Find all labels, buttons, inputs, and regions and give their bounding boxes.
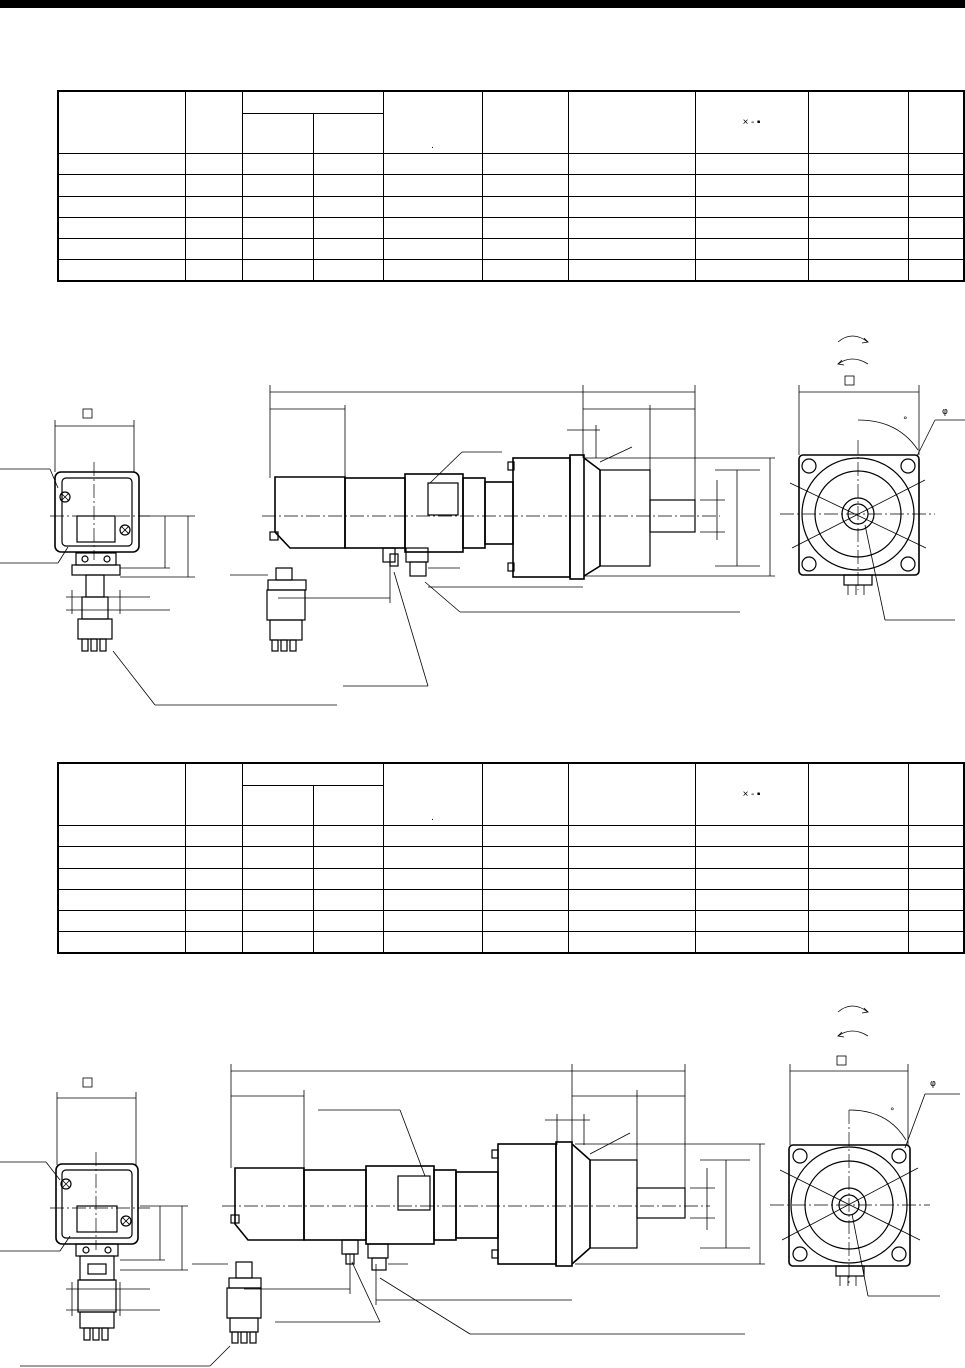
rotation-arrows	[837, 335, 869, 366]
header-cell-2	[184, 762, 243, 827]
phi-symbol: φ	[942, 407, 948, 417]
table-row	[57, 153, 965, 176]
rotation-arrows	[837, 1005, 869, 1038]
phi-symbol: φ	[930, 1079, 936, 1089]
header-cell-9	[807, 90, 909, 155]
header-subcell-2	[312, 784, 384, 827]
flange-view-right: ° φ	[780, 375, 965, 621]
nameplate	[427, 482, 459, 516]
header-subcell-2	[312, 112, 384, 155]
degree-symbol: °	[903, 416, 908, 426]
table-row	[57, 867, 965, 890]
times-mark: ×	[742, 789, 749, 801]
front-view-center	[192, 1064, 765, 1344]
header-cell-10	[907, 762, 965, 827]
table-row	[57, 846, 965, 869]
top-rule	[0, 0, 965, 8]
square-symbol	[844, 375, 855, 386]
motor-drawing-1: ° φ	[0, 335, 965, 706]
square-symbol	[836, 1055, 847, 1066]
square-mark: ▪	[756, 789, 761, 801]
times-mark: ×	[742, 117, 749, 129]
square-mark: ▪	[756, 117, 761, 129]
table-row	[57, 259, 965, 282]
header-cell-model	[57, 90, 186, 155]
table-row	[57, 910, 965, 933]
front-view-center	[230, 385, 775, 687]
square-symbol	[82, 1077, 93, 1088]
dash-mark: -	[750, 117, 755, 129]
spec-table-2: · × - ▪	[57, 762, 965, 954]
header-cell-8: × - ▪	[694, 762, 809, 827]
spec-table-1: · × - ▪	[57, 90, 965, 282]
flange-view-right: ° φ	[770, 1055, 960, 1297]
header-cell-6	[481, 90, 569, 155]
table-row	[57, 216, 965, 240]
table-row	[57, 238, 965, 261]
nameplate	[397, 1175, 431, 1211]
header-cell-8: × - ▪	[694, 90, 809, 155]
square-symbol	[82, 408, 93, 419]
side-view-left	[0, 1077, 231, 1367]
side-view-left	[0, 408, 337, 706]
header-subcell-1	[241, 784, 314, 827]
motor-drawing-2: ° φ	[0, 1005, 960, 1367]
table-row	[57, 931, 965, 954]
header-cell-group	[241, 762, 384, 786]
dot-mark: ·	[430, 814, 435, 826]
degree-symbol: °	[890, 1107, 895, 1117]
header-cell-10	[907, 90, 965, 155]
header-cell-6	[481, 762, 569, 827]
header-cell-7	[567, 762, 696, 827]
table-row	[57, 888, 965, 912]
header-cell-model	[57, 762, 186, 827]
dot-mark: ·	[430, 142, 435, 154]
header-cell-9	[807, 762, 909, 827]
table-row	[57, 825, 965, 848]
dash-mark: -	[750, 789, 755, 801]
table-row	[57, 174, 965, 197]
header-cell-5: ·	[382, 762, 483, 827]
header-cell-2	[184, 90, 243, 155]
